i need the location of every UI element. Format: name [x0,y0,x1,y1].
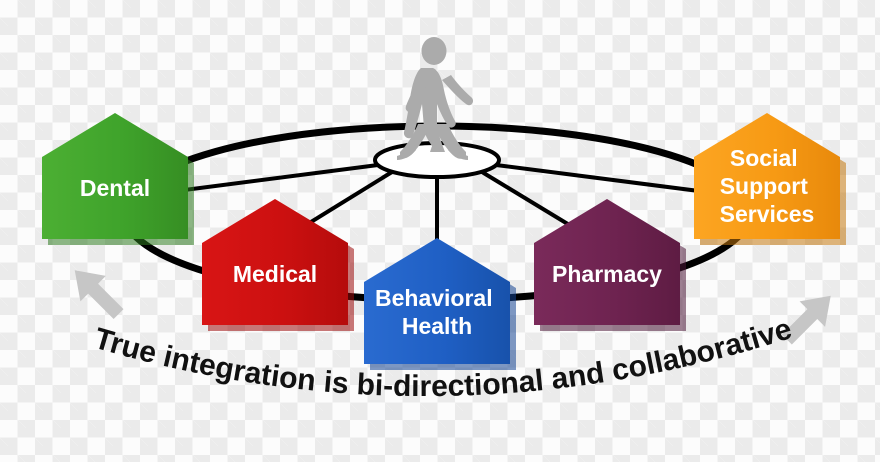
node-dental-label: Dental [80,175,150,201]
node-medical-label: Medical [233,261,317,287]
node-social-line-1: Social [730,145,798,171]
node-behavioral-line-2: Health [402,313,472,339]
right-arrow-icon [781,295,831,345]
node-pharmacy-label: Pharmacy [552,261,662,287]
node-social-shape [694,113,840,239]
node-social-support-services[interactable]: Social Support Services [694,113,846,245]
node-social-label: Social Support Services [720,145,815,227]
node-pharmacy-shape [534,199,680,325]
node-dental-shape [42,113,188,239]
node-behavioral-health[interactable]: Behavioral Health [364,238,516,370]
node-pharmacy[interactable]: Pharmacy [534,199,686,331]
node-behavioral-line-1: Behavioral [375,285,493,311]
node-dental[interactable]: Dental [42,113,194,245]
node-behavioral-label: Behavioral Health [375,285,499,339]
node-behavioral-shape [364,238,510,364]
node-medical-shape [202,199,348,325]
node-social-line-3: Services [720,201,815,227]
left-arrow-icon [74,270,124,320]
walking-person-icon [397,37,474,160]
node-social-line-2: Support [720,173,808,199]
node-medical[interactable]: Medical [202,199,354,331]
